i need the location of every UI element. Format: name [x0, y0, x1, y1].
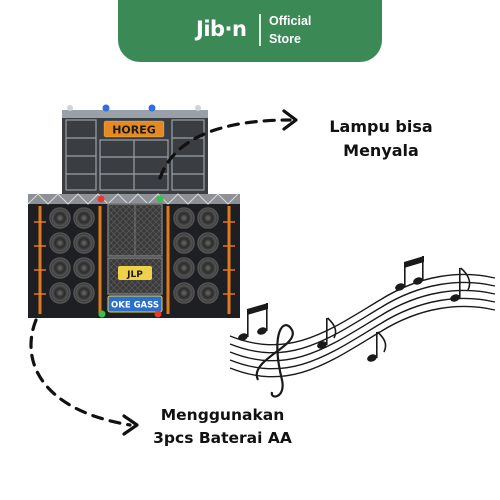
- lights-callout: Lampu bisa Menyala: [302, 115, 460, 163]
- top-speaker-stack: HOREG: [62, 104, 208, 194]
- arrow-to-battery: [29, 318, 132, 427]
- battery-callout-line1: Menggunakan: [160, 406, 285, 424]
- right-woofer-grid: [173, 207, 219, 304]
- top-panel-label: HOREG: [112, 124, 156, 137]
- bottom-label: OKE GASS: [111, 301, 159, 311]
- official-label: Official: [269, 14, 312, 28]
- battery-callout-line2: 3pcs Baterai AA: [153, 429, 292, 447]
- battery-callout: Menggunakan 3pcs Baterai AA: [135, 404, 310, 450]
- music-note-symbols: [238, 256, 471, 362]
- middle-label: JLP: [126, 270, 143, 280]
- brand-logo-text: Jib·n: [196, 17, 247, 41]
- store-label: Store: [269, 32, 301, 46]
- arrow-head-lights: [282, 109, 298, 131]
- official-store-label: Official Store: [269, 12, 311, 48]
- store-header-bar: Jib·n Official Store: [118, 0, 382, 62]
- main-speaker-cabinet: JLP OKE GASS: [27, 193, 240, 318]
- arrow-to-lights: [158, 118, 292, 180]
- lights-callout-line2: Menyala: [343, 141, 419, 160]
- lights-callout-line1: Lampu bisa: [329, 117, 433, 136]
- left-woofer-grid: [49, 207, 95, 304]
- dashed-arrows: [29, 118, 292, 427]
- music-notes-decoration: [229, 273, 496, 398]
- arrow-head-battery: [122, 414, 139, 436]
- header-divider: [259, 14, 261, 46]
